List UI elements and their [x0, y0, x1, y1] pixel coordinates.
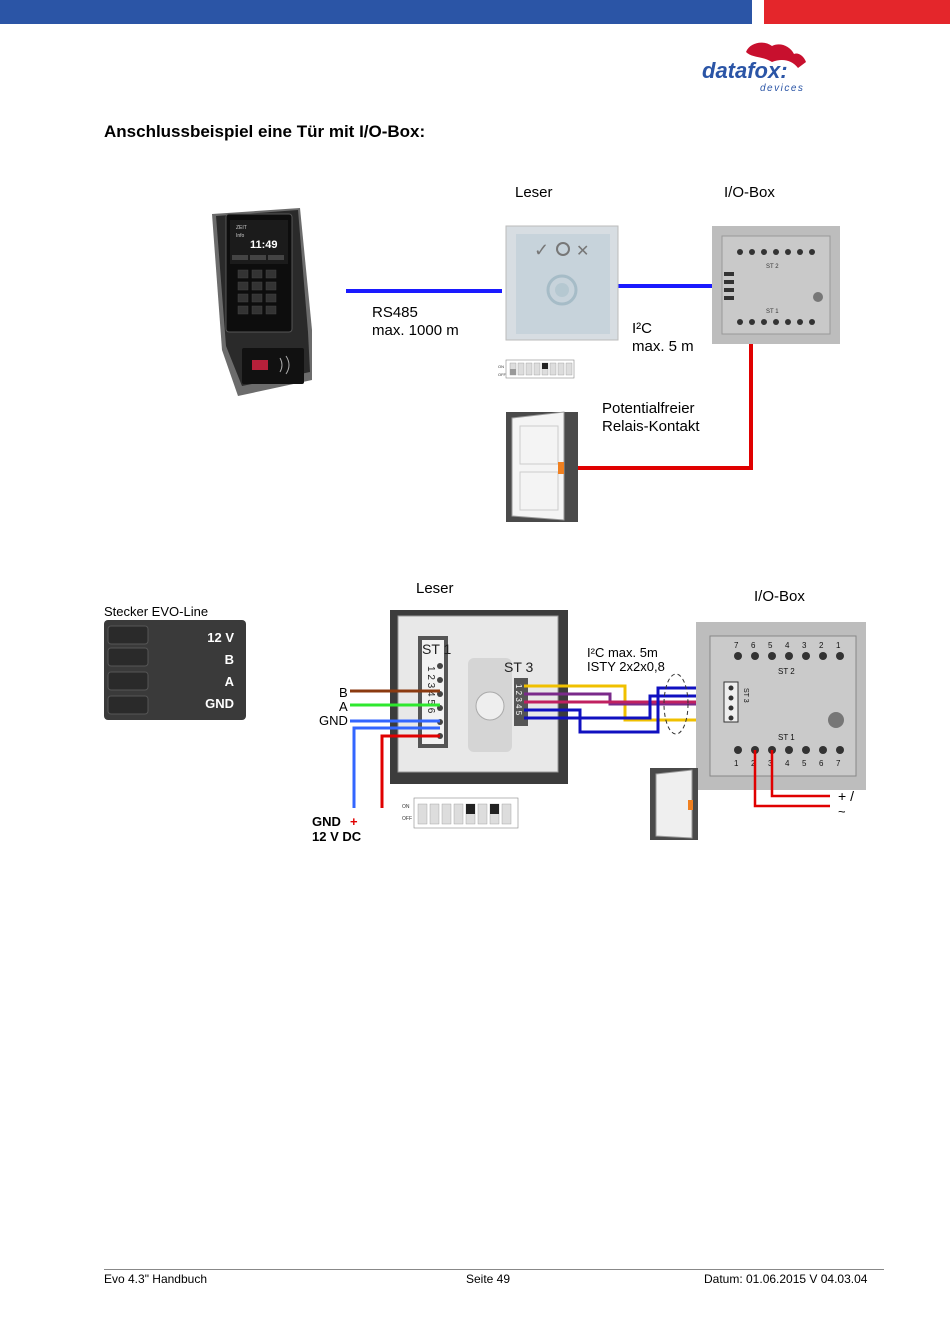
svg-text:OFF: OFF: [402, 816, 412, 822]
svg-text:ON: ON: [498, 364, 504, 369]
power-12v-label: 12 V DC: [312, 829, 362, 844]
relay-label-line1: Potentialfreier: [602, 400, 695, 417]
svg-text:4: 4: [785, 759, 790, 768]
logo-brand-text: datafox:: [702, 58, 788, 83]
rfid-icon: [546, 274, 578, 306]
device-screen-menu1: ZEIT: [236, 225, 247, 231]
wire-gnd-power: [352, 726, 440, 808]
st1-label: ST 1: [422, 641, 452, 657]
relay-tilde-label: ~: [838, 804, 846, 819]
i2c-label: I²C: [632, 320, 652, 337]
device-screen-time: 11:49: [250, 239, 278, 251]
stecker-label: Stecker EVO-Line: [104, 604, 209, 619]
i2c-wire-blue2: [524, 694, 730, 720]
stecker-connector: 12 V B A GND: [104, 620, 246, 720]
logo-sub-text: devices: [760, 83, 804, 94]
svg-text:ST 3: ST 3: [742, 688, 749, 703]
relay-wire-1: [753, 750, 830, 808]
iobox-image-2: 7 6 5 4 3 2 1 1 2 3 4 5 6 7 ST 2 ST 1 ST…: [696, 622, 866, 790]
svg-text:ST 1: ST 1: [766, 309, 779, 315]
svg-text:4: 4: [785, 641, 790, 650]
diagram-overview: ZEIT Info 11:49 ✓ ✕ ON OFF: [212, 208, 840, 522]
header-bar-blue: [0, 0, 752, 24]
power-plus-label: +: [350, 814, 358, 829]
terminal-device-image: ZEIT Info 11:49: [212, 208, 312, 396]
dip-switch-2: ON OFF: [402, 797, 519, 829]
relay-line: [568, 318, 753, 470]
st3-label: ST 3: [504, 659, 534, 675]
footer-right: Datum: 01.06.2015 V 04.03.04: [704, 1272, 868, 1286]
stecker-pin-gnd: GND: [205, 696, 234, 711]
i2c-distance: max. 5 m: [632, 338, 694, 355]
relay-plus-label: + /: [838, 788, 854, 804]
svg-text:5: 5: [802, 759, 807, 768]
svg-text:2: 2: [751, 759, 756, 768]
d2-leser-label: Leser: [416, 580, 454, 597]
reader-backplate-image: ST 1 1 2 3 4 5 6 ST 3 1 2 3 4 5: [390, 610, 568, 784]
device-screen-menu2: Info: [236, 233, 245, 239]
d2-i2c-label: I²C max. 5m: [587, 645, 658, 660]
fox-logo-icon: [746, 42, 806, 68]
footer-page: Seite 49: [466, 1272, 511, 1286]
footer-left: Evo 4.3" Handbuch: [104, 1272, 207, 1286]
st3-pins: 1 2 3 4 5: [514, 684, 523, 716]
relay-wire-2: [770, 750, 830, 798]
svg-text:1: 1: [836, 641, 841, 650]
stecker-pin-b: B: [225, 652, 234, 667]
svg-text:ON: ON: [402, 804, 410, 810]
svg-text:ST 2: ST 2: [766, 264, 779, 270]
reader-device-image: ✓ ✕: [505, 225, 619, 341]
check-icon: ✓: [534, 240, 549, 260]
page-title: Anschlussbeispiel eine Tür mit I/O-Box:: [104, 122, 426, 141]
svg-text:6: 6: [751, 641, 756, 650]
isty-cable-marker: [663, 673, 689, 735]
wire-gnd-label: GND: [319, 713, 348, 728]
wire-a-label: A: [339, 699, 348, 714]
stecker-pin-12v: 12 V: [207, 630, 234, 645]
relay-label-line2: Relais-Kontakt: [602, 418, 700, 435]
power-gnd-label: GND: [312, 814, 341, 829]
rs485-distance: max. 1000 m: [372, 322, 459, 339]
svg-text:3: 3: [768, 759, 773, 768]
wire-b-label: B: [339, 685, 348, 700]
iobox-image: ST 2 ST 1: [712, 226, 840, 344]
stecker-pin-a: A: [225, 674, 235, 689]
cross-icon: ✕: [576, 243, 589, 260]
svg-text:1: 1: [734, 759, 739, 768]
svg-text:2: 2: [819, 641, 824, 650]
isty-label: ISTY 2x2x0,8: [587, 659, 665, 674]
svg-text:6: 6: [819, 759, 824, 768]
door-image: [506, 411, 578, 522]
i2c-wire-blue: [524, 686, 730, 734]
svg-text:3: 3: [802, 641, 807, 650]
svg-text:5: 5: [768, 641, 773, 650]
svg-text:OFF: OFF: [498, 372, 507, 377]
d1-leser-label: Leser: [515, 184, 553, 201]
header-bar-red: [764, 0, 950, 24]
door-image-2: [650, 768, 698, 840]
d2-iobox-label: I/O-Box: [754, 588, 805, 605]
svg-text:ST 1: ST 1: [778, 733, 795, 742]
keypad: [237, 269, 277, 315]
d1-iobox-label: I/O-Box: [724, 184, 775, 201]
svg-text:ST 2: ST 2: [778, 667, 795, 676]
dip-switch-1: ON OFF: [498, 359, 575, 379]
wire-12v: [380, 734, 440, 808]
footer-divider: [104, 1269, 884, 1270]
datafox-logo: datafox: devices: [702, 42, 806, 94]
diagram-wiring: ST 1 1 2 3 4 5 6 ST 3 1 2 3 4 5 7 6 5 4 …: [350, 610, 866, 840]
circle-icon: [556, 242, 570, 256]
svg-text:7: 7: [836, 759, 841, 768]
i2c-wire-purple: [524, 692, 730, 706]
svg-text:7: 7: [734, 641, 739, 650]
rs485-label: RS485: [372, 304, 418, 321]
